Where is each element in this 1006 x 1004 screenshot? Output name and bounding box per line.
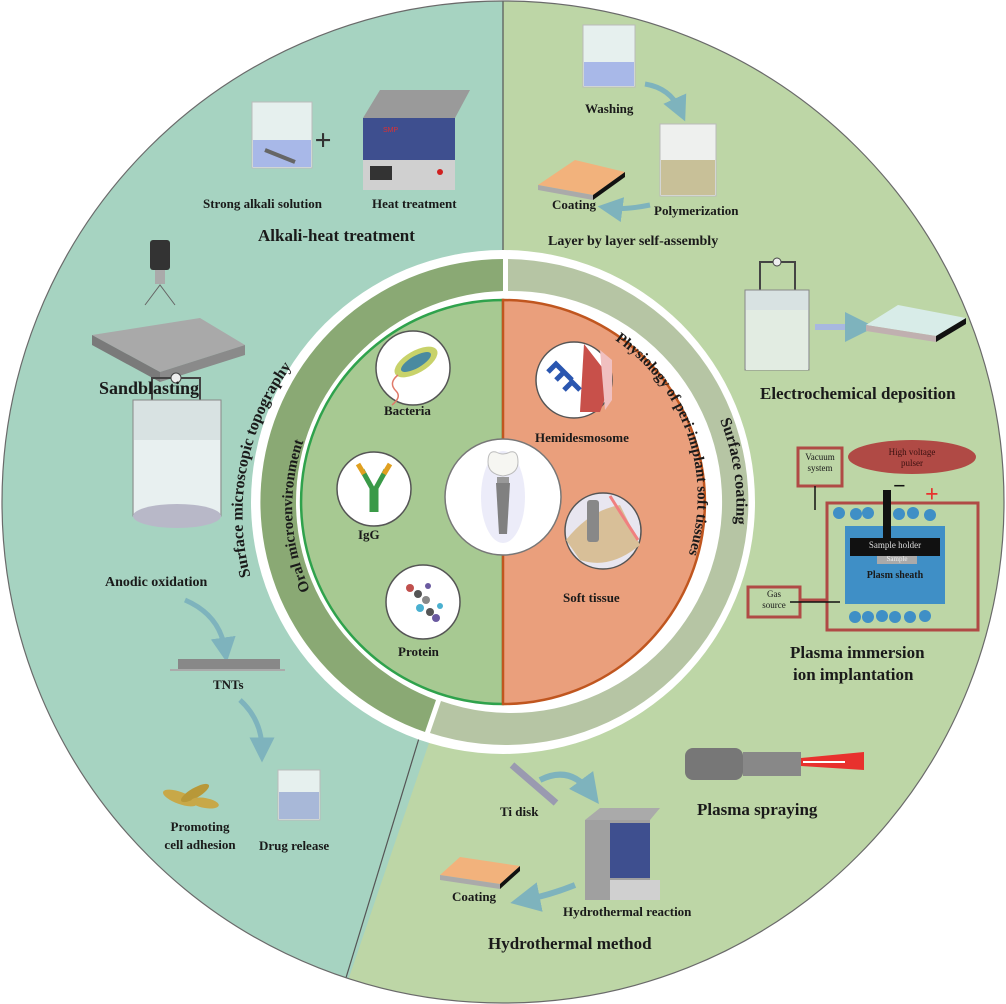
hydro-coated-plate-icon (440, 857, 520, 889)
svg-text:SMP: SMP (383, 127, 399, 134)
label-gas-source: Gas source (762, 589, 786, 610)
sandblasting-icon (92, 240, 245, 382)
beaker-drug-icon (277, 769, 321, 821)
coated-plate-icon (538, 160, 625, 200)
protein-molecule-icon (385, 564, 461, 640)
label-lbl-coating: Coating (552, 197, 597, 212)
antibody-icon (336, 451, 412, 527)
hydrothermal-oven-icon (585, 808, 660, 900)
label-polymerization: Polymerization (654, 203, 739, 218)
label-soft-tissue: Soft tissue (563, 590, 620, 605)
hemidesmosome-icon (535, 341, 613, 419)
label-high-voltage-pulser: High voltage pulser (888, 447, 936, 468)
arrow-anodic-to-tnt (183, 597, 236, 663)
title-layer-by-layer: Layer by layer self-assembly (548, 234, 719, 249)
dental-implant-icon (444, 438, 562, 556)
soft-tissue-icon (564, 492, 642, 570)
arrow-polymerization-to-coating (597, 197, 651, 223)
label-strong-alkali: Strong alkali solution (203, 196, 322, 211)
plus-icon: + (314, 124, 331, 157)
label-washing: Washing (585, 101, 634, 116)
svg-text:+: + (925, 482, 939, 508)
svg-text:−: − (893, 473, 906, 498)
beaker-washing-icon (582, 24, 636, 88)
arrow-tnt-to-outcomes (238, 698, 275, 763)
title-alkali-heat: Alkali-heat treatment (258, 226, 415, 245)
region-divider-bottom (337, 734, 421, 1003)
bacteria-icon (375, 330, 451, 406)
label-tnts: TNTs (213, 677, 244, 692)
title-piii-line1: Plasma immersion (790, 643, 925, 662)
label-protein: Protein (398, 644, 439, 659)
title-hydrothermal-method: Hydrothermal method (488, 934, 652, 953)
label-plasm-sheath: Plasm sheath (866, 570, 924, 581)
beaker-polymerization-icon (659, 123, 717, 197)
label-sample: Sample (886, 555, 908, 563)
label-hydrothermal-reaction: Hydrothermal reaction (563, 904, 692, 919)
oven-icon: SMP (363, 90, 470, 190)
title-piii-line2: ion implantation (793, 665, 914, 684)
deposited-plate-icon (866, 305, 966, 342)
label-drug-release: Drug release (259, 838, 330, 853)
beaker-alkali-icon (251, 101, 313, 169)
label-heat-treatment: Heat treatment (372, 196, 457, 211)
ti-disk-icon (509, 762, 559, 806)
title-plasma-spraying: Plasma spraying (697, 800, 818, 819)
arrow-washing-to-polymerization (644, 81, 687, 122)
label-hydro-coating: Coating (452, 889, 497, 904)
plasma-spray-gun-icon (685, 748, 864, 780)
piii-schematic: − + (746, 440, 980, 632)
label-igg: IgG (358, 527, 380, 542)
electrolytic-cell-deposition-icon (744, 257, 810, 371)
arrow-ti-to-reaction (538, 771, 599, 805)
arrow-reaction-to-coating (510, 882, 577, 912)
label-bacteria: Bacteria (384, 403, 431, 418)
ring-segment-topography (260, 259, 503, 732)
title-anodic-oxidation: Anodic oxidation (105, 575, 208, 590)
label-hemidesmosome: Hemidesmosome (535, 430, 629, 445)
title-sandblasting: Sandblasting (99, 378, 200, 398)
nanotube-icon (170, 659, 285, 671)
label-vacuum-system: Vacuum system (805, 452, 835, 473)
label-ti-disk: Ti disk (500, 804, 539, 819)
cells-icon (162, 783, 219, 809)
electrolytic-cell-anodic-icon (132, 372, 222, 528)
label-promoting-cell-adhesion: Promoting cell adhesion (164, 819, 236, 852)
label-sample-holder: Sample holder (868, 540, 922, 550)
title-electrochemical-deposition: Electrochemical deposition (760, 384, 956, 403)
